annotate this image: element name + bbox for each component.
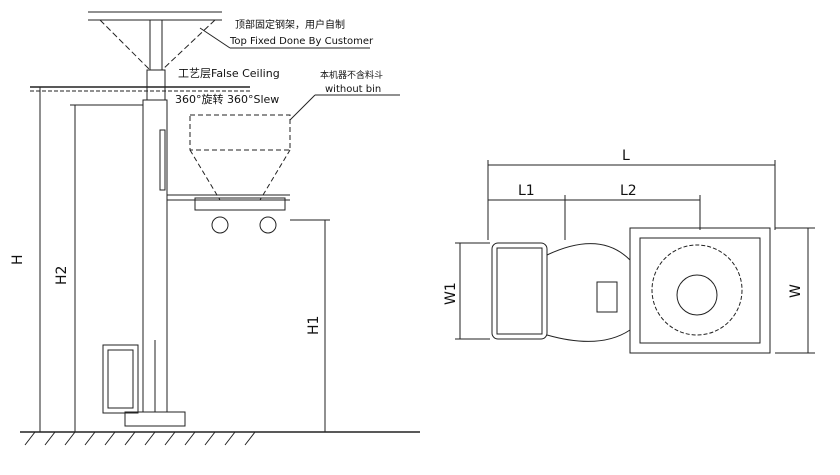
- dim-W: W: [788, 284, 804, 298]
- dim-H: H: [10, 254, 26, 265]
- ground: [20, 431, 420, 446]
- top-frame-label-cn: 顶部固定钢架，用户自制: [235, 18, 345, 31]
- dim-L2: L2: [620, 183, 637, 199]
- dimension-lines-left: [39, 87, 330, 432]
- column: [102, 69, 290, 427]
- dim-W1: W1: [443, 282, 459, 305]
- without-bin-label-en: without bin: [325, 84, 381, 95]
- dim-L1: L1: [518, 183, 535, 199]
- dim-H1: H1: [306, 316, 322, 335]
- slew-label: 360°旋转 360°Slew: [175, 92, 279, 106]
- dim-L: L: [622, 148, 630, 164]
- bin-outline: [189, 114, 291, 201]
- leader-line: [289, 94, 316, 121]
- top-frame-label-en: Top Fixed Done By Customer: [229, 36, 374, 47]
- without-bin-label-cn: 本机器不含料斗: [320, 69, 383, 81]
- dim-H2: H2: [54, 266, 70, 285]
- ceiling-structure: [30, 11, 370, 92]
- false-ceiling-label: 工艺层False Ceiling: [178, 67, 280, 80]
- top-view: [455, 160, 815, 354]
- trolley: [194, 197, 286, 234]
